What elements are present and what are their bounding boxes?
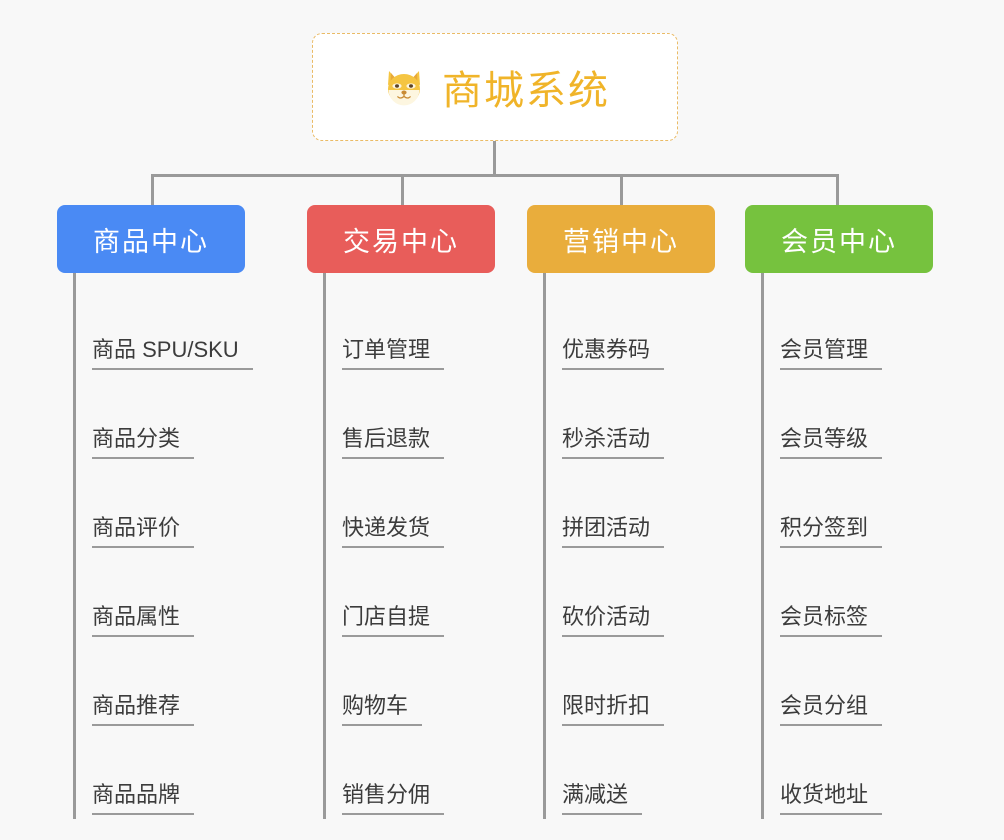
- leaf-item[interactable]: 会员等级: [764, 374, 933, 463]
- branch-header-label-2: 交易中心: [343, 226, 459, 257]
- leaf-label: 订单管理: [342, 337, 445, 370]
- leaf-item[interactable]: 商品品牌: [76, 730, 253, 819]
- leaf-label: 会员标签: [780, 604, 883, 637]
- leaf-label: 限时折扣: [562, 693, 665, 726]
- leaf-item[interactable]: 商品属性: [76, 552, 253, 641]
- branch-body-1: 商品 SPU/SKU 商品分类 商品评价 商品属性 商品推荐 商品品牌: [73, 273, 253, 819]
- branch-header-4[interactable]: 会员中心: [745, 205, 933, 273]
- leaf-label: 商品品牌: [92, 782, 195, 815]
- leaf-label: 商品评价: [92, 515, 195, 548]
- leaf-item[interactable]: 秒杀活动: [546, 374, 715, 463]
- branch-body-3: 优惠券码 秒杀活动 拼团活动 砍价活动 限时折扣 满减送: [543, 273, 715, 819]
- leaf-label: 商品属性: [92, 604, 195, 637]
- leaf-label: 商品 SPU/SKU: [92, 337, 253, 370]
- leaf-label: 会员管理: [780, 337, 883, 370]
- leaf-item[interactable]: 砍价活动: [546, 552, 715, 641]
- branch-column-1: 商品中心 商品 SPU/SKU 商品分类 商品评价 商品属性 商品推荐 商品品牌: [57, 205, 253, 819]
- leaf-item[interactable]: 会员标签: [764, 552, 933, 641]
- leaf-item[interactable]: 拼团活动: [546, 463, 715, 552]
- leaf-item[interactable]: 商品评价: [76, 463, 253, 552]
- leaf-item[interactable]: 收货地址: [764, 730, 933, 819]
- connector-horizontal-bar: [151, 174, 839, 177]
- connector-root-stem: [493, 141, 496, 176]
- connector-drop-1: [151, 174, 154, 207]
- leaf-item[interactable]: 商品分类: [76, 374, 253, 463]
- branch-header-3[interactable]: 营销中心: [527, 205, 715, 273]
- leaf-item[interactable]: 商品推荐: [76, 641, 253, 730]
- leaf-item[interactable]: 限时折扣: [546, 641, 715, 730]
- leaf-label: 销售分佣: [342, 782, 445, 815]
- leaf-label: 优惠券码: [562, 337, 665, 370]
- leaf-item[interactable]: 快递发货: [326, 463, 495, 552]
- leaf-item[interactable]: 销售分佣: [326, 730, 495, 819]
- leaf-item[interactable]: 门店自提: [326, 552, 495, 641]
- leaf-item[interactable]: 售后退款: [326, 374, 495, 463]
- connector-drop-4: [836, 174, 839, 207]
- leaf-label: 门店自提: [342, 604, 445, 637]
- branch-column-3: 营销中心 优惠券码 秒杀活动 拼团活动 砍价活动 限时折扣 满减送: [527, 205, 715, 819]
- branch-column-2: 交易中心 订单管理 售后退款 快递发货 门店自提 购物车 销售分佣: [307, 205, 495, 819]
- leaf-label: 积分签到: [780, 515, 883, 548]
- branch-header-label-4: 会员中心: [781, 226, 897, 257]
- leaf-item[interactable]: 商品 SPU/SKU: [76, 285, 253, 374]
- leaf-label: 秒杀活动: [562, 426, 665, 459]
- root-title: 商城系统: [442, 69, 610, 113]
- branch-header-label-1: 商品中心: [93, 226, 209, 257]
- leaf-item[interactable]: 会员管理: [764, 285, 933, 374]
- leaf-label: 会员分组: [780, 693, 883, 726]
- branch-header-1[interactable]: 商品中心: [57, 205, 245, 273]
- leaf-label: 会员等级: [780, 426, 883, 459]
- leaf-label: 快递发货: [342, 515, 445, 548]
- branch-header-2[interactable]: 交易中心: [307, 205, 495, 273]
- leaf-item[interactable]: 积分签到: [764, 463, 933, 552]
- leaf-item[interactable]: 购物车: [326, 641, 495, 730]
- connector-drop-3: [620, 174, 623, 207]
- leaf-item[interactable]: 优惠券码: [546, 285, 715, 374]
- dog-face-icon: [380, 63, 428, 111]
- branch-body-2: 订单管理 售后退款 快递发货 门店自提 购物车 销售分佣: [323, 273, 495, 819]
- leaf-label: 商品分类: [92, 426, 195, 459]
- leaf-label: 拼团活动: [562, 515, 665, 548]
- root-node-shop-system[interactable]: 商城系统: [312, 33, 678, 141]
- leaf-item[interactable]: 满减送: [546, 730, 715, 819]
- leaf-item[interactable]: 会员分组: [764, 641, 933, 730]
- leaf-label: 收货地址: [780, 782, 883, 815]
- connector-drop-2: [401, 174, 404, 207]
- leaf-label: 砍价活动: [562, 604, 665, 637]
- branch-body-4: 会员管理 会员等级 积分签到 会员标签 会员分组 收货地址: [761, 273, 933, 819]
- leaf-label: 购物车: [342, 693, 423, 726]
- leaf-label: 满减送: [562, 782, 643, 815]
- leaf-item[interactable]: 订单管理: [326, 285, 495, 374]
- branch-column-4: 会员中心 会员管理 会员等级 积分签到 会员标签 会员分组 收货地址: [745, 205, 933, 819]
- branch-header-label-3: 营销中心: [563, 226, 679, 257]
- leaf-label: 售后退款: [342, 426, 445, 459]
- leaf-label: 商品推荐: [92, 693, 195, 726]
